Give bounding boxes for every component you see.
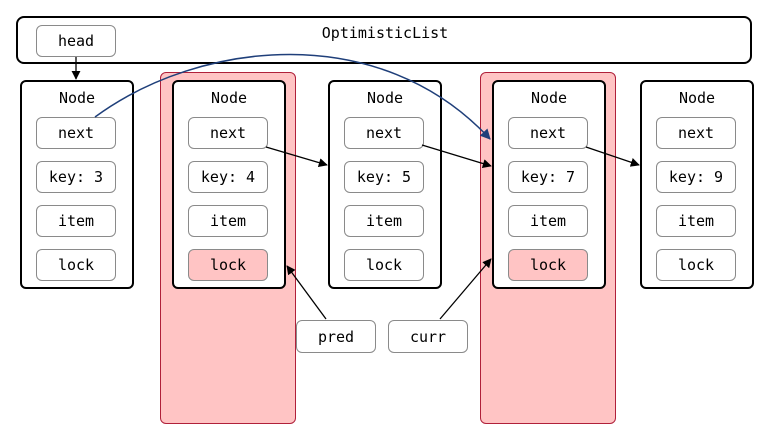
list-title: OptimisticList — [321, 24, 449, 42]
item-field: item — [508, 205, 588, 237]
next-field: next — [656, 117, 736, 149]
lock-field-locked: lock — [508, 249, 588, 281]
node-key-3: Node next key: 3 item lock — [20, 80, 134, 289]
next-field: next — [508, 117, 588, 149]
next-field: next — [344, 117, 424, 149]
node-title: Node — [530, 89, 568, 107]
node-key-4: Node next key: 4 item lock — [172, 80, 286, 289]
lock-field-locked: lock — [188, 249, 268, 281]
node-title: Node — [678, 89, 716, 107]
node-title: Node — [58, 89, 96, 107]
lock-field: lock — [656, 249, 736, 281]
key-field: key: 4 — [188, 161, 268, 193]
key-field: key: 3 — [36, 161, 116, 193]
node-key-5: Node next key: 5 item lock — [328, 80, 442, 289]
key-field: key: 9 — [656, 161, 736, 193]
item-field: item — [188, 205, 268, 237]
next-field: next — [36, 117, 116, 149]
curr-pointer: curr — [388, 320, 468, 353]
lock-field: lock — [36, 249, 116, 281]
next-field: next — [188, 117, 268, 149]
node-key-7: Node next key: 7 item lock — [492, 80, 606, 289]
key-field: key: 7 — [508, 161, 588, 193]
node-title: Node — [210, 89, 248, 107]
item-field: item — [656, 205, 736, 237]
head-field: head — [36, 25, 116, 57]
node-key-9: Node next key: 9 item lock — [640, 80, 754, 289]
key-field: key: 5 — [344, 161, 424, 193]
pred-pointer: pred — [296, 320, 376, 353]
item-field: item — [36, 205, 116, 237]
node-title: Node — [366, 89, 404, 107]
item-field: item — [344, 205, 424, 237]
lock-field: lock — [344, 249, 424, 281]
